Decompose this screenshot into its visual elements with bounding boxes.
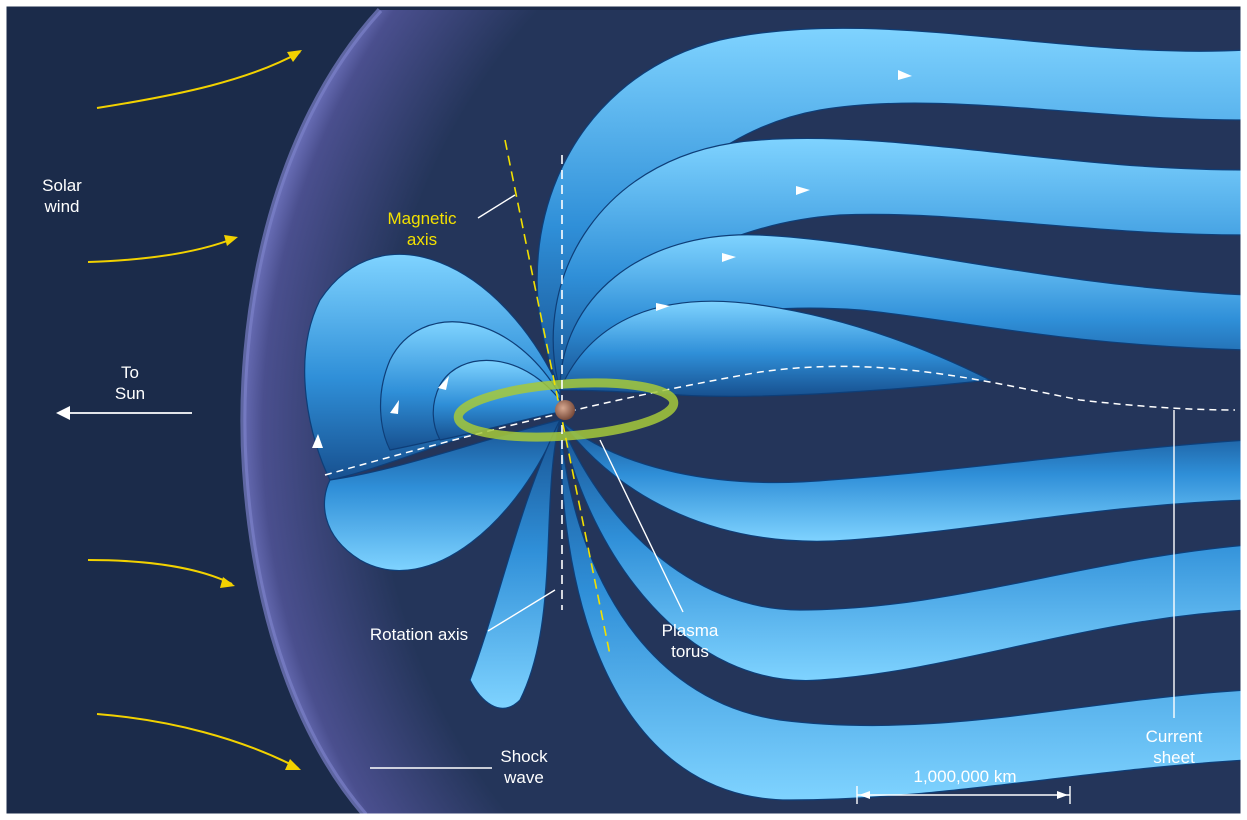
magnetic-axis-leader [477,194,516,219]
shock-wave-boundary [240,7,383,817]
to-sun-label-line2: Sun [114,384,146,403]
solar-wind-arrowhead [220,577,235,588]
solar-wind-arrow [96,51,301,109]
magnetic-axis-line [504,139,611,656]
shock-wave-label-line1: Shock [500,747,548,766]
current-sheet-label: Current sheet [1132,726,1216,768]
to-sun-arrowhead [56,406,70,420]
solar-wind-arrow [87,559,233,585]
field-lobe-upper-2 [552,137,1247,392]
field-arrow [390,400,399,414]
plasma-torus-label-line2: torus [671,642,709,661]
solar-wind-arrow [87,237,236,263]
field-lobe-lower-1 [559,419,1247,682]
magnetic-axis-label-line2: axis [406,230,438,249]
leader-lines [370,194,1175,769]
rotation-axis-leader [487,589,556,632]
solar-wind-arrowhead [224,235,238,246]
shock-wave-label: Shock wave [494,746,554,788]
scale-bar [856,786,1071,804]
current-sheet-label-line2: sheet [1153,748,1195,767]
to-sun-label-line1: To [121,363,139,382]
plasma-torus-label: Plasma torus [650,620,730,662]
solar-wind-arrowhead [285,759,301,770]
field-arrow [796,186,810,195]
jupiter-planet [555,400,575,420]
field-loop-dayside-3 [432,359,561,441]
magnetic-axis-label-line1: Magnetic [387,209,457,228]
scale-bar-label-text: 1,000,000 km [913,767,1017,786]
field-lobe-lower-3 [559,419,1247,542]
solar-wind-label: Solar wind [32,175,92,217]
field-arrow [656,303,670,311]
field-arrow [722,253,736,262]
solar-wind-label-line2: wind [44,197,80,216]
field-loop-dayside-lower-1 [323,419,561,572]
magnetic-axis-label: Magnetic axis [372,208,472,250]
plasma-torus-leader [599,439,684,613]
current-sheet-label-line1: Current [1145,727,1203,746]
scale-bar-label: 1,000,000 km [880,766,1050,787]
to-sun-label: To Sun [100,362,160,404]
scale-bar-left-arrow [859,791,870,799]
rotation-axis-label: Rotation axis [352,624,486,645]
field-loop-dayside-lower-2 [469,419,561,709]
field-arrow [438,376,449,390]
solar-wind-label-line1: Solar [42,176,82,195]
magnetic-field-lines [304,27,1247,801]
scale-bar-right-arrow [1057,791,1068,799]
rotation-axis-label-text: Rotation axis [369,625,469,644]
solar-wind-arrows [87,50,302,770]
solar-wind-arrowhead [287,50,302,62]
field-direction-arrows [312,70,912,448]
plasma-torus [453,378,679,442]
field-arrow [312,434,323,448]
solar-wind-arrow [96,713,299,769]
plasma-torus-label-line1: Plasma [661,621,719,640]
shock-wave-label-line2: wave [504,768,544,787]
field-arrow [898,70,912,80]
